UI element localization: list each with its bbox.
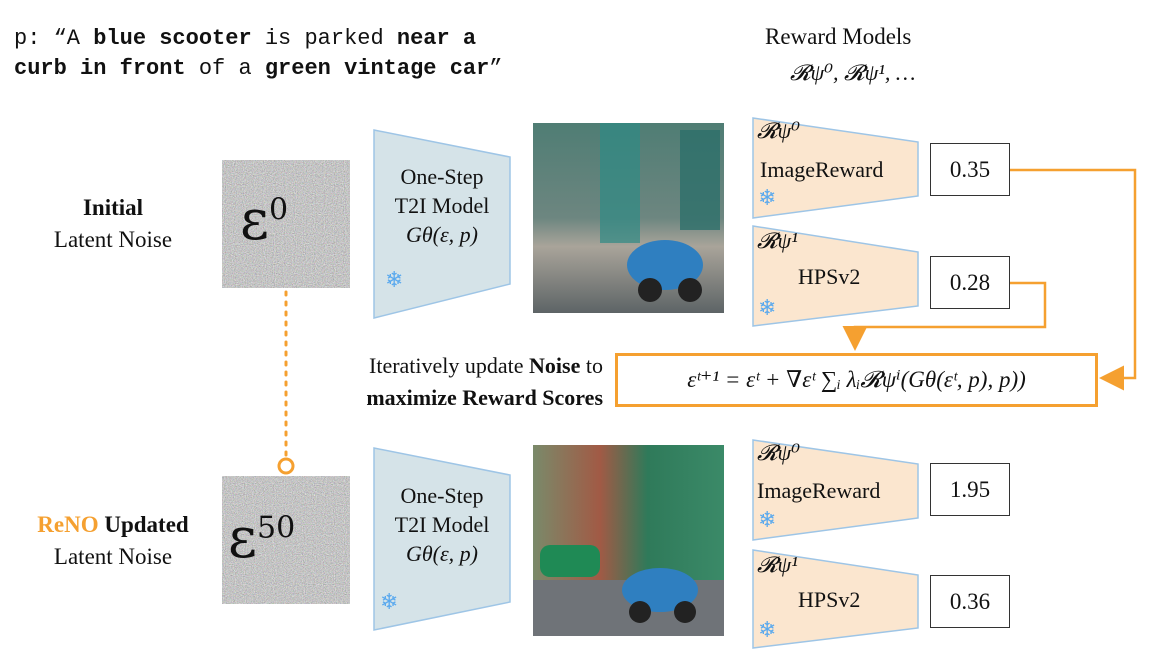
iterate-caption: Iteratively update Noise to maximize Rew… bbox=[300, 350, 603, 414]
prompt-line-1: p: “A blue scooter is parked near a bbox=[14, 26, 476, 51]
t2i-formula: Gθ(ε, p) bbox=[405, 222, 478, 247]
label-line: Latent Noise bbox=[53, 227, 173, 252]
prompt-text: p: “A bbox=[14, 26, 94, 51]
t2i-model-shape-bottom bbox=[373, 447, 511, 631]
caption-text: Iteratively update bbox=[369, 353, 530, 378]
epsilon: ε bbox=[228, 506, 258, 571]
snowflake-icon: ❄ bbox=[385, 268, 404, 293]
prompt-keyword: blue scooter bbox=[93, 26, 252, 51]
reward-shape-hpsv2-top bbox=[752, 225, 919, 327]
reward-symbol: 𝓡ψ¹ bbox=[757, 552, 798, 577]
reward-models-symbols: 𝓡ψ⁰, 𝓡ψ¹, … bbox=[790, 60, 916, 85]
prompt-keyword: near a bbox=[396, 26, 477, 51]
prompt-text: of a bbox=[185, 56, 265, 81]
snowflake-icon: ❄ bbox=[758, 618, 777, 643]
caption-text: to bbox=[580, 353, 603, 378]
t2i-model-shape-top bbox=[373, 129, 511, 319]
noise-symbol-initial: ε0 bbox=[240, 188, 288, 253]
reward-models-title: Reward Models bbox=[765, 24, 912, 49]
prompt-keyword: curb in front bbox=[14, 56, 186, 81]
generated-image-initial bbox=[533, 123, 724, 313]
initial-noise-image bbox=[222, 160, 350, 288]
t2i-formula: Gθ(ε, p) bbox=[405, 541, 478, 566]
reward-name: HPSv2 bbox=[798, 264, 861, 289]
noise-step: 0 bbox=[269, 192, 289, 228]
noise-symbol-updated: ε50 bbox=[228, 506, 295, 571]
prompt-text: is parked bbox=[251, 26, 397, 51]
reward-score: 0.28 bbox=[930, 256, 1010, 309]
t2i-line: T2I Model bbox=[394, 512, 490, 537]
update-formula: εᵗ⁺¹ = εᵗ + ∇εᵗ ∑ᵢ λᵢ𝓡ψⁱ(Gθ(εᵗ, p), p)) bbox=[615, 353, 1098, 407]
prompt-line-2: curb in front of a green vintage car” bbox=[14, 56, 503, 81]
reward-shape-hpsv2-bottom bbox=[752, 549, 919, 649]
reward-score: 0.35 bbox=[930, 143, 1010, 196]
reward-score: 0.36 bbox=[930, 575, 1010, 628]
t2i-line: One-Step bbox=[400, 483, 484, 508]
reward-shape-imagereward-bottom bbox=[752, 439, 919, 541]
snowflake-icon: ❄ bbox=[380, 590, 399, 615]
epsilon: ε bbox=[240, 188, 270, 253]
generated-image-updated bbox=[533, 445, 724, 636]
prompt-keyword: green vintage car bbox=[264, 56, 490, 81]
updated-noise-label: ReNO Updated Latent Noise bbox=[13, 509, 213, 573]
arrow-imagereward-to-formula bbox=[1010, 168, 1137, 391]
reward-symbol: 𝓡ψ⁰ bbox=[757, 440, 801, 465]
reward-name: ImageReward bbox=[760, 157, 884, 182]
caption-bold: maximize Reward Scores bbox=[366, 385, 603, 410]
updated-noise-image bbox=[222, 476, 350, 604]
reward-symbol: 𝓡ψ¹ bbox=[757, 228, 798, 253]
t2i-line: One-Step bbox=[400, 164, 484, 189]
label-bold: Updated bbox=[104, 512, 189, 537]
t2i-line: T2I Model bbox=[394, 193, 490, 218]
caption-bold: Noise bbox=[529, 353, 581, 378]
reward-score: 1.95 bbox=[930, 463, 1010, 516]
reward-name: HPSv2 bbox=[798, 587, 861, 612]
snowflake-icon: ❄ bbox=[758, 186, 777, 211]
reward-name: ImageReward bbox=[757, 478, 881, 503]
label-bold: Initial bbox=[82, 195, 144, 220]
noise-step: 50 bbox=[257, 510, 296, 546]
reward-symbol: 𝓡ψ⁰ bbox=[757, 118, 801, 143]
reward-shape-imagereward-top bbox=[752, 117, 919, 219]
snowflake-icon: ❄ bbox=[758, 296, 777, 321]
initial-noise-label: Initial Latent Noise bbox=[13, 192, 213, 256]
arrow-hpsv2-to-formula bbox=[842, 281, 1047, 351]
label-line: Latent Noise bbox=[53, 544, 173, 569]
connector-endpoint bbox=[277, 457, 295, 475]
reno-brand: ReNO bbox=[37, 512, 99, 537]
t2i-model-label-bottom: One-Step T2I Model Gθ(ε, p) bbox=[374, 481, 510, 568]
t2i-model-label-top: One-Step T2I Model Gθ(ε, p) bbox=[374, 162, 510, 249]
prompt-text: ” bbox=[489, 56, 503, 81]
snowflake-icon: ❄ bbox=[758, 508, 777, 533]
